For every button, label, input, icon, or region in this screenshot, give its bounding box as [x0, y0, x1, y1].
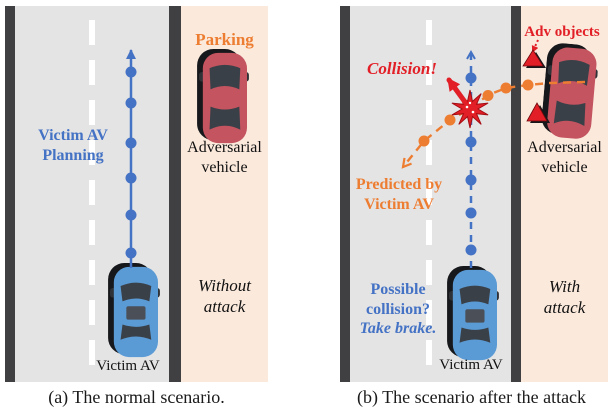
adv-objects-label: Adv objects [524, 24, 600, 40]
adversarial-car-icon [197, 49, 249, 144]
caption-a: (a) The normal scenario. [48, 387, 225, 407]
caption-b: (b) The scenario after the attack [357, 387, 587, 407]
left-curb [5, 6, 15, 382]
victim-car-icon [447, 266, 499, 361]
take-brake-label: Take brake. [359, 320, 437, 337]
adversarial-vehicle-label: Adversarial vehicle [527, 139, 602, 176]
parking-label: Parking [195, 30, 254, 49]
without-attack-label: Without attack [198, 276, 251, 316]
victim-planning-label: Victim AV Planning [38, 127, 108, 164]
panel-a: Parking Victim AV Planning Adversarial v… [5, 6, 268, 382]
predicted-by-label: Predicted by Victim AV [355, 176, 443, 213]
possible-collision-label: Possible collision? [365, 281, 430, 318]
victim-av-label: Victim AV [439, 357, 503, 373]
panel-b: Adv objects Collision! Predicted by Vict… [340, 6, 608, 382]
victim-car-icon [108, 263, 160, 358]
roadside-curb [169, 6, 181, 382]
lane-marking [89, 20, 95, 368]
roadside-curb [511, 6, 521, 382]
collision-label: Collision! [367, 59, 437, 78]
victim-av-label: Victim AV [96, 358, 160, 374]
adversarial-car-icon [540, 41, 601, 141]
with-attack-label: With attack [543, 277, 586, 317]
left-curb [340, 6, 350, 382]
adversarial-vehicle-label: Adversarial vehicle [187, 139, 262, 176]
lane-marking [426, 20, 432, 368]
